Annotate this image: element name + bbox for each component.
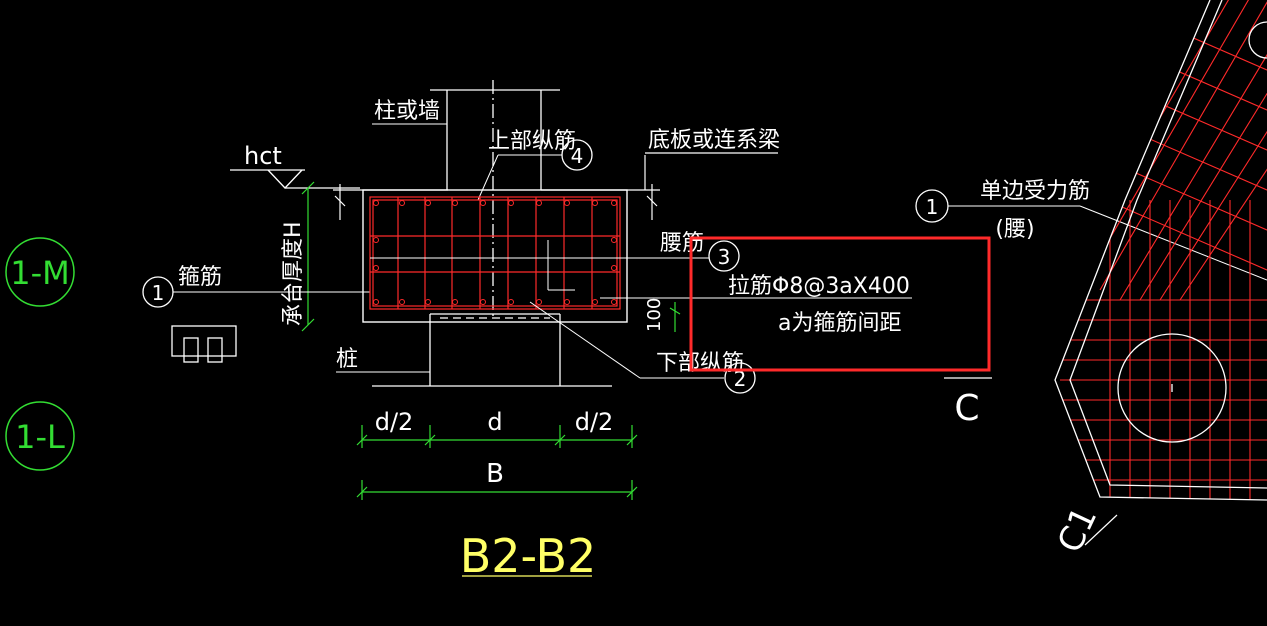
c1-label-line: [1084, 514, 1118, 546]
label-cap-thickness: 承台厚度H: [281, 221, 306, 326]
axis-bubble-1-m: [5, 237, 75, 307]
label-c1: C1: [1050, 501, 1105, 559]
label-single-side-bar: 单边受力筋: [980, 179, 1090, 204]
plan-cap-outline: [1054, 0, 1267, 501]
label-dim-b: B: [486, 459, 504, 489]
hct-symbol: [230, 169, 360, 189]
axis-bubble-1-l: [5, 401, 75, 471]
label-tie-bar: 拉筋Φ8@3aX400: [728, 274, 910, 299]
highlight-box: [689, 236, 991, 372]
label-dim-d: d: [487, 408, 502, 436]
mark-bubble-4: [561, 139, 593, 171]
mark-bottom-long-bar: 2: [734, 367, 747, 391]
mark-top-long-bar: 4: [571, 144, 584, 168]
label-waist-bar: 腰筋: [660, 231, 704, 256]
axis-label-1-l: 1-L: [15, 418, 65, 456]
label-bottom-long-bar: 下部纵筋: [656, 351, 744, 376]
section-symbol: [171, 325, 237, 363]
slab-or-tie-beam-lines: [333, 152, 778, 220]
label-dim-half-d-left: d/2: [375, 408, 414, 436]
dim-100: [669, 302, 681, 332]
tie-bar-inside: [370, 240, 620, 291]
leader-single-side-bar: [948, 205, 1267, 281]
mark-single-side-bar: 1: [926, 195, 939, 219]
dim-horizontal: [356, 425, 638, 500]
axis-label-1-m: 1-M: [10, 254, 70, 292]
mark-bubble-2: [724, 362, 756, 394]
label-c: C: [954, 388, 979, 429]
label-stirrup: 箍筋: [178, 265, 222, 290]
pile-outline: [372, 313, 612, 387]
rebar-dots: [373, 200, 617, 305]
rebar-cage: [369, 196, 621, 310]
mark-waist-bar: 3: [718, 245, 731, 269]
pile-cap-outline: [362, 189, 628, 323]
label-column-or-wall: 柱或墙: [374, 99, 440, 124]
label-single-side-bar-sub: (腰): [995, 217, 1034, 242]
label-pile: 桩: [336, 347, 358, 372]
leader-bottom-long-bar: [529, 301, 724, 379]
section-title: B2-B2: [460, 529, 597, 583]
mark-stirrup: 1: [152, 281, 165, 305]
plan-cap-mesh: [1059, 0, 1267, 500]
label-dim-100: 100: [644, 298, 665, 332]
label-tie-bar-note: a为箍筋间距: [778, 311, 901, 336]
label-dim-half-d-right: d/2: [575, 408, 614, 436]
label-hct: hct: [244, 142, 282, 170]
dim-cap-thickness: [301, 181, 315, 332]
leader-top-long-bar: [477, 154, 562, 201]
mark-bubble-3: [708, 240, 740, 272]
label-top-long-bar: 上部纵筋: [488, 129, 576, 154]
label-slab-or-tie-beam: 底板或连系梁: [648, 128, 780, 153]
